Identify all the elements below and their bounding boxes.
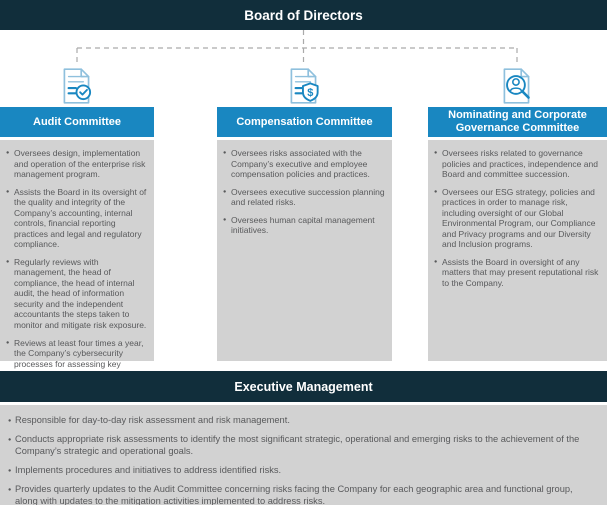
bullet-item: Oversees executive succession planning a… <box>223 187 386 208</box>
svg-text:$: $ <box>307 87 313 99</box>
bullet-item: Oversees design, implementation and oper… <box>6 148 148 180</box>
bullet-item: Assists the Board in oversight of any ma… <box>434 257 601 289</box>
committee-audit-bullets: Oversees design, implementation and oper… <box>6 148 148 390</box>
committee-compensation-bullets: Oversees risks associated with the Compa… <box>223 148 386 236</box>
committee-nominating-governance-body: Oversees risks related to governance pol… <box>428 140 607 361</box>
bullet-item: Provides quarterly updates to the Audit … <box>8 484 597 505</box>
committee-compensation-body: Oversees risks associated with the Compa… <box>217 140 392 361</box>
committee-audit: Audit Committee Oversees design, impleme… <box>0 107 154 390</box>
executive-management-body: Responsible for day-to-day risk assessme… <box>0 405 607 505</box>
bullet-item: Oversees our ESG strategy, policies and … <box>434 187 601 250</box>
bullet-item: Oversees human capital management initia… <box>223 215 386 236</box>
executive-management-bar: Executive Management <box>0 371 607 402</box>
executive-management-bullets: Responsible for day-to-day risk assessme… <box>8 415 597 505</box>
committee-nominating-governance-bullets: Oversees risks related to governance pol… <box>434 148 601 288</box>
bullet-item: Responsible for day-to-day risk assessme… <box>8 415 597 427</box>
document-magnifier-person-icon <box>495 65 539 107</box>
committee-nominating-governance: Nominating and Corporate Governance Comm… <box>428 107 607 361</box>
bullet-item: Oversees risks related to governance pol… <box>434 148 601 180</box>
document-dollar-shield-icon: $ <box>282 65 326 107</box>
executive-management-title: Executive Management <box>234 379 373 394</box>
bullet-item: Conducts appropriate risk assessments to… <box>8 434 597 457</box>
committee-compensation: Compensation Committee Oversees risks as… <box>217 107 392 361</box>
committee-nominating-governance-title: Nominating and Corporate Governance Comm… <box>428 107 607 137</box>
bullet-item: Implements procedures and initiatives to… <box>8 465 597 477</box>
committee-audit-body: Oversees design, implementation and oper… <box>0 140 154 390</box>
document-checklist-icon <box>55 65 99 107</box>
board-of-directors-bar: Board of Directors <box>0 0 607 30</box>
bullet-item: Oversees risks associated with the Compa… <box>223 148 386 180</box>
committee-audit-title: Audit Committee <box>0 107 154 137</box>
bullet-item: Assists the Board in its oversight of th… <box>6 187 148 250</box>
bullet-item: Regularly reviews with management, the h… <box>6 257 148 331</box>
connector-lines <box>76 30 518 65</box>
committee-compensation-title: Compensation Committee <box>217 107 392 137</box>
board-title: Board of Directors <box>244 7 363 23</box>
